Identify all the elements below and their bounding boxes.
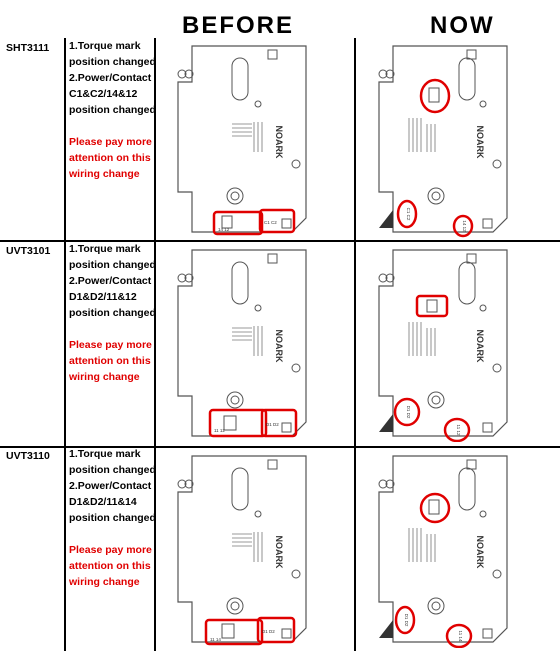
before-column-header: BEFORE xyxy=(182,12,295,39)
now-diagram-svg: NOARK D1 D2 11 14 xyxy=(378,455,508,648)
terminal-label: D1 D2 xyxy=(266,422,279,427)
before-diagram: NOARK 11 12 D1 D2 xyxy=(172,246,312,442)
desc-line: 2.Power/Contact xyxy=(69,480,152,492)
before-diagram-svg: NOARK 11 14 D1 D2 xyxy=(177,455,307,646)
brand-logo: NOARK xyxy=(475,330,485,363)
warning-line: Please pay more xyxy=(69,339,152,351)
terminal-label: D1 D2 xyxy=(404,614,409,627)
warning-line: attention on this xyxy=(69,560,151,572)
desc-line: 1.Torque mark xyxy=(69,243,141,255)
terminal-label: D1 D2 xyxy=(406,406,411,419)
now-column-header: NOW xyxy=(430,12,495,39)
brand-logo: NOARK xyxy=(475,126,485,159)
row-divider xyxy=(0,446,560,448)
desc-line: position changed xyxy=(69,512,156,524)
brand-logo: NOARK xyxy=(274,126,284,159)
now-diagram-svg: NOARK D1 D2 11 12 xyxy=(378,249,508,442)
terminal-label: 14 12 xyxy=(218,227,230,232)
terminal-label: C1 C2 xyxy=(264,220,277,225)
desc-line: C1&C2/14&12 xyxy=(69,88,138,100)
brand-logo: NOARK xyxy=(274,536,284,569)
terminal-label: 11 14 xyxy=(458,631,463,642)
warning-line: attention on this xyxy=(69,355,151,367)
grid-line xyxy=(154,38,156,651)
terminal-label: 11 12 xyxy=(214,428,225,433)
warning-line: wiring change xyxy=(69,371,140,383)
now-diagram: NOARK D1 D2 11 14 xyxy=(373,452,513,648)
desc-line: position changed xyxy=(69,464,156,476)
desc-line: 2.Power/Contact xyxy=(69,275,152,287)
model-label: SHT3111 xyxy=(6,42,50,54)
now-diagram-svg: NOARK C1 C2 14 12 xyxy=(378,45,508,238)
brand-logo: NOARK xyxy=(475,536,485,569)
desc-line: D1&D2/11&12 xyxy=(69,291,137,303)
desc-line: 1.Torque mark xyxy=(69,40,141,52)
model-label: UVT3101 xyxy=(6,245,51,257)
desc-line: 2.Power/Contact xyxy=(69,72,152,84)
terminal-label: 11 14 xyxy=(210,637,221,642)
desc-line: 1.Torque mark xyxy=(69,448,141,460)
now-diagram: NOARK C1 C2 14 12 xyxy=(373,42,513,238)
desc-line: position changed xyxy=(69,259,156,271)
desc-line: D1&D2/11&14 xyxy=(69,496,137,508)
model-label: UVT3110 xyxy=(6,450,50,462)
now-diagram: NOARK D1 D2 11 12 xyxy=(373,246,513,442)
before-diagram: NOARK 14 12 C1 C2 xyxy=(172,42,312,238)
warning-line: wiring change xyxy=(69,168,140,180)
before-diagram: NOARK 11 14 D1 D2 xyxy=(172,452,312,648)
change-description: 1.Torque mark position changed 2.Power/C… xyxy=(69,241,156,385)
warning-line: Please pay more xyxy=(69,544,152,556)
row-divider xyxy=(0,240,560,242)
grid-line xyxy=(64,38,66,651)
desc-line: position changed xyxy=(69,307,156,319)
warning-line: wiring change xyxy=(69,576,140,588)
desc-line: position changed xyxy=(69,56,156,68)
terminal-label: C1 C2 xyxy=(406,208,411,221)
change-description: 1.Torque mark position changed 2.Power/C… xyxy=(69,38,156,182)
grid-line xyxy=(354,38,356,651)
terminal-label: 11 12 xyxy=(456,425,461,436)
before-diagram-svg: NOARK 14 12 C1 C2 xyxy=(177,45,307,236)
before-diagram-svg: NOARK 11 12 D1 D2 xyxy=(177,249,307,438)
desc-line: position changed xyxy=(69,104,156,116)
change-description: 1.Torque mark position changed 2.Power/C… xyxy=(69,446,156,590)
warning-line: Please pay more xyxy=(69,136,152,148)
warning-line: attention on this xyxy=(69,152,151,164)
brand-logo: NOARK xyxy=(274,330,284,363)
terminal-label: 14 12 xyxy=(462,220,467,232)
terminal-label: D1 D2 xyxy=(262,629,275,634)
